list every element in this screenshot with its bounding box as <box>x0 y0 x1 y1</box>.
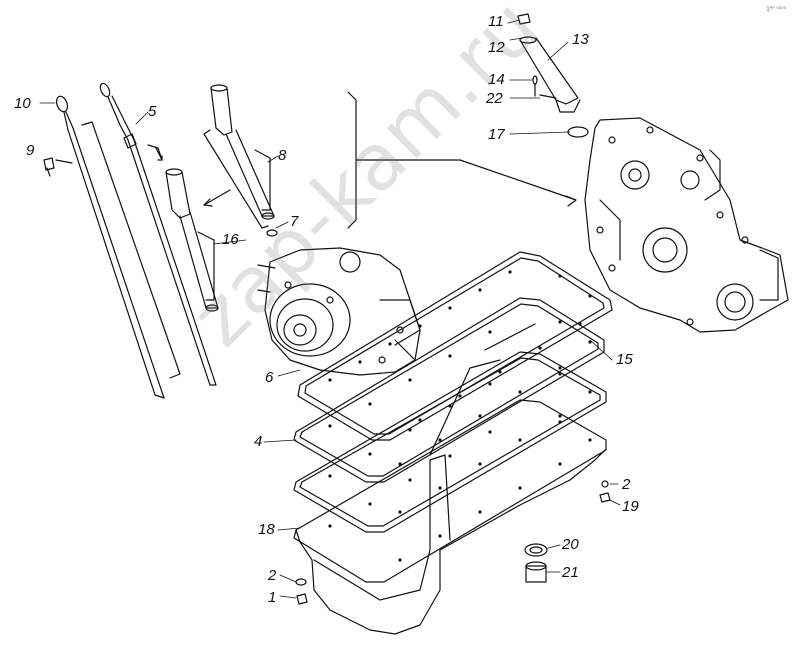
callout-15: 15 <box>616 351 633 368</box>
bolt-hole-dots <box>328 270 592 562</box>
oil-pan-part-18 <box>293 399 607 635</box>
bolt-part-9 <box>43 157 55 177</box>
leader-arrows <box>55 147 231 207</box>
tube-part-8 <box>210 84 275 220</box>
callout-leader-lines <box>39 19 621 599</box>
callout-4: 4 <box>254 433 263 450</box>
callout-7: 7 <box>290 213 299 230</box>
callout-5: 5 <box>148 103 157 120</box>
callout-8: 8 <box>278 147 287 164</box>
callout-21: 21 <box>562 564 579 581</box>
callout-13: 13 <box>572 31 589 48</box>
gasket-lower <box>293 351 607 533</box>
callout-18: 18 <box>258 521 275 538</box>
callout-16: 16 <box>222 231 239 248</box>
callout-14: 14 <box>488 71 505 88</box>
callout-2-right: 2 <box>622 476 631 493</box>
callout-6: 6 <box>265 369 274 386</box>
callout-10: 10 <box>14 95 31 112</box>
callout-20: 20 <box>562 536 579 553</box>
gasket-part-15 <box>297 251 613 441</box>
front-cover-housing <box>584 117 789 333</box>
dipstick-part-10 <box>55 95 165 399</box>
small-hardware <box>295 480 611 605</box>
callout-1: 1 <box>268 589 277 606</box>
callout-22: 22 <box>486 90 503 107</box>
callout-11: 11 <box>488 13 504 30</box>
pump-assembly-part-6 <box>257 247 421 376</box>
bracket-lines-left <box>81 121 269 379</box>
callout-19: 19 <box>622 498 639 515</box>
gasket-part-4 <box>293 297 605 483</box>
dipstick-part-5 <box>99 82 217 386</box>
callout-17: 17 <box>488 126 505 143</box>
callout-2-lower: 2 <box>268 567 277 584</box>
oring-part-7 <box>266 229 278 237</box>
callout-12: 12 <box>488 39 505 56</box>
filler-tube-part-13 <box>517 13 581 113</box>
bracket-to-cover <box>347 91 577 229</box>
gasket-part-17 <box>567 126 589 138</box>
callout-9: 9 <box>26 142 35 159</box>
corner-mark: 1ᴾᴾ ⁰⁰⁰⁰ <box>766 6 786 13</box>
tube-part-16 <box>165 168 219 312</box>
